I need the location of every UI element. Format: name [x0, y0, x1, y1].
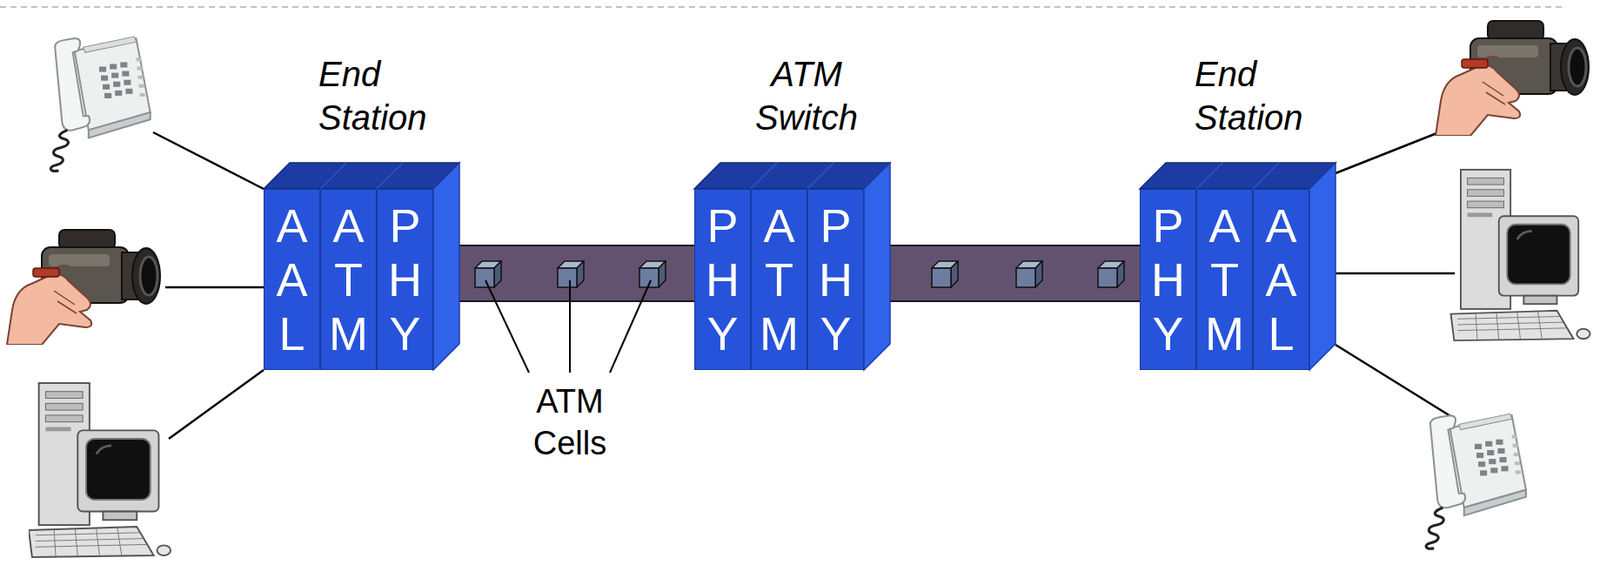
protocol-layer: PHY: [807, 188, 864, 370]
layer-name: PHY: [812, 198, 860, 361]
camcorder-icon: [6, 229, 161, 345]
protocol-layer: PHY: [376, 188, 434, 370]
protocol-layer: ATM: [750, 188, 808, 370]
layer-name: ATM: [756, 198, 804, 361]
protocol-layer: ATM: [1196, 188, 1253, 370]
block-title: ATM Switch: [755, 52, 858, 140]
end-station-block: End StationAALATMPHY: [263, 188, 434, 370]
protocol-layer: PHY: [1139, 188, 1197, 370]
leader-lines: [485, 280, 651, 373]
layer-name: ATM: [1201, 198, 1249, 361]
layer-name: PHY: [381, 198, 429, 361]
block-title: End Station: [318, 52, 428, 140]
computer-icon: [1451, 169, 1591, 341]
telephone-icon: [1425, 413, 1527, 549]
top-rule: [0, 6, 1562, 8]
block-title: End Station: [1194, 52, 1304, 140]
telephone-icon: [50, 36, 150, 171]
protocol-layer: AAL: [263, 188, 321, 370]
layer-name: PHY: [1144, 198, 1192, 361]
device-wires: [153, 132, 1455, 439]
camcorder-icon: [1435, 20, 1589, 136]
protocol-layer: PHY: [694, 188, 751, 370]
protocol-layer: ATM: [320, 188, 377, 370]
end-station-block: End StationPHYATMAAL: [1139, 188, 1310, 370]
layer-name: ATM: [325, 198, 373, 361]
layer-name: AAL: [1258, 198, 1306, 361]
protocol-layer: AAL: [1252, 188, 1310, 370]
atm-switch-block: ATM SwitchPHYATMPHY: [694, 188, 864, 370]
layer-name: AAL: [268, 198, 316, 361]
computer-icon: [28, 382, 171, 557]
layer-name: PHY: [699, 198, 747, 361]
callout-label: ATM Cells: [522, 380, 618, 464]
